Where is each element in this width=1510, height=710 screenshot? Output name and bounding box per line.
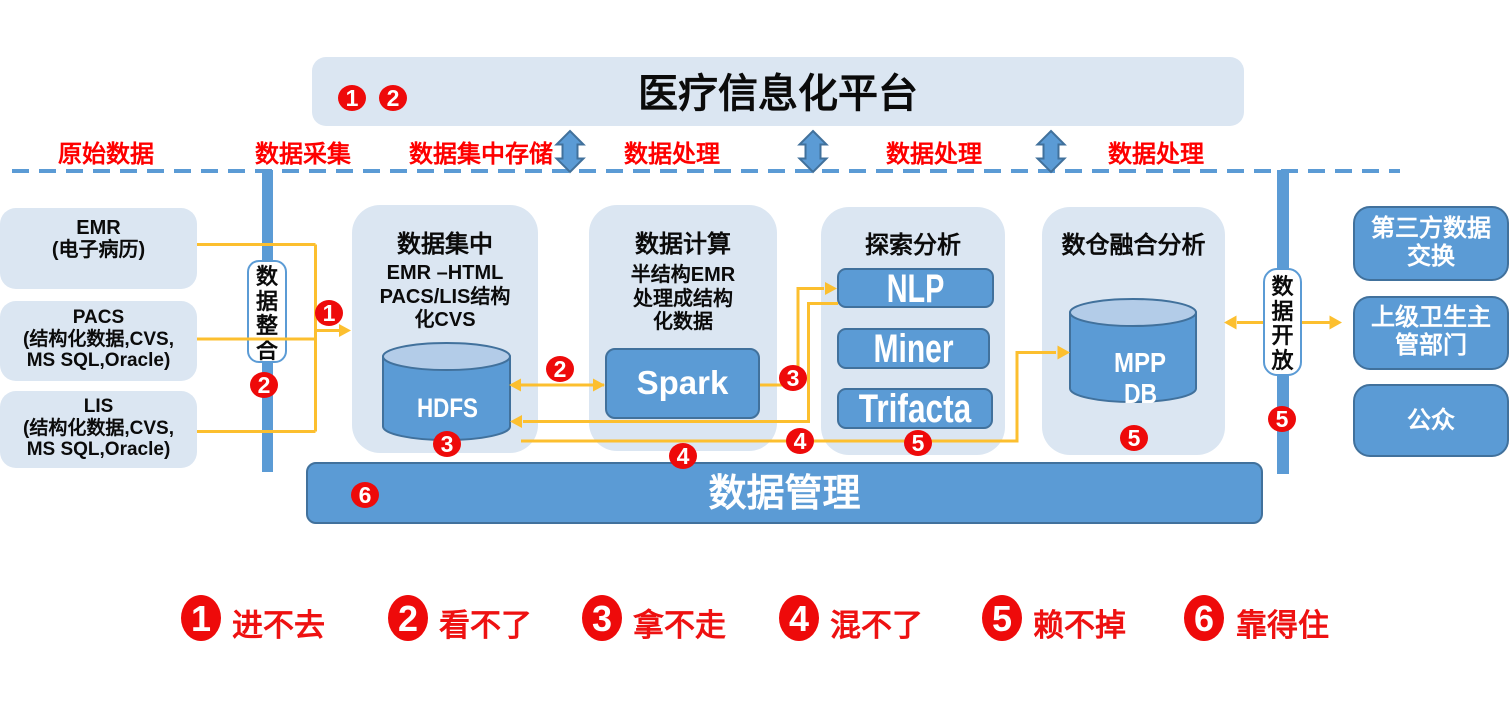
svg-text:DB: DB [1124,378,1157,409]
svg-text:HDFS: HDFS [417,393,478,423]
svg-text:MPP: MPP [1114,347,1166,378]
